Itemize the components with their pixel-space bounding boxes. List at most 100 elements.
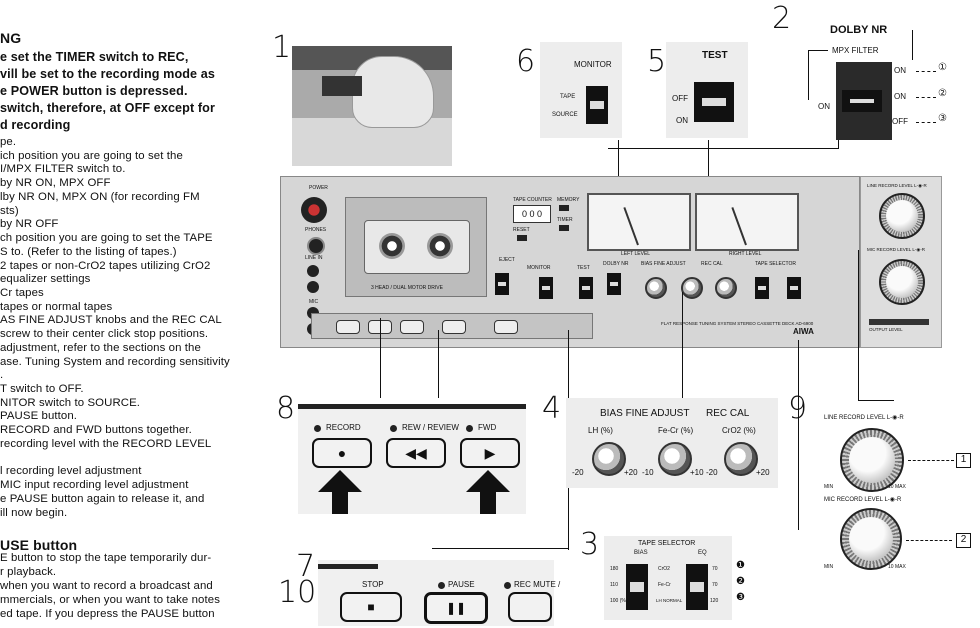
text-line: tapes or normal tapes — [0, 301, 113, 313]
test-switch[interactable] — [694, 82, 734, 122]
deck-dolby-switch[interactable] — [607, 273, 621, 295]
test-title: TEST — [702, 50, 728, 61]
record-button[interactable]: ● — [312, 438, 372, 468]
record-level-panel: LINE RECORD LEVEL L-◉-R MIN 10 MAX MIC R… — [818, 408, 980, 574]
deck-flat-label: FLAT RESPONSE TUNING SYSTEM STEREO CASSE… — [661, 321, 814, 326]
bias-cro2-max: +20 — [756, 468, 770, 477]
deck-dolby-label: DOLBY NR — [603, 261, 629, 267]
text-line: ase. Tuning System and recording sensiti… — [0, 356, 230, 368]
monitor-switch[interactable] — [586, 86, 608, 124]
bias-title: BIAS FINE ADJUST — [600, 408, 690, 419]
deck-stop-button[interactable] — [442, 320, 466, 334]
dolby-switch[interactable] — [842, 90, 882, 112]
deck-test-switch[interactable] — [579, 277, 593, 299]
cassette-door[interactable] — [345, 197, 487, 297]
callout-6: 6 — [516, 44, 536, 79]
eject-label: EJECT — [499, 257, 515, 263]
deck-line-record-knob[interactable] — [879, 193, 925, 239]
ts-eq-switch[interactable] — [686, 564, 708, 610]
bias-knob-fecr[interactable] — [681, 277, 703, 299]
tape-selector-panel: TAPE SELECTOR BIAS EQ 180 110 100 (%) Cr… — [604, 536, 732, 620]
left-level-meter — [587, 193, 691, 251]
text-line: ill now begin. — [0, 507, 68, 519]
phones-jack[interactable] — [307, 237, 325, 255]
stop-button[interactable]: ■ — [340, 592, 402, 622]
callout-4: 4 — [542, 391, 562, 426]
eject-button[interactable] — [495, 273, 509, 295]
deck-rec-cal-label: REC CAL — [701, 261, 723, 267]
bias-fecr-max: +10 — [690, 468, 704, 477]
text-line: MIC input recording level adjustment — [0, 479, 189, 491]
tape-selector-bias: BIAS — [634, 550, 648, 556]
right-level-label: RIGHT LEVEL — [729, 251, 762, 257]
callout-7: 7 — [296, 549, 316, 584]
bias-fecr-knob[interactable] — [658, 442, 692, 476]
right-level-meter — [695, 193, 799, 251]
text-line: recording level with the RECORD LEVEL — [0, 438, 212, 450]
deck-test-label: TEST — [577, 265, 590, 271]
line-record-knob[interactable] — [840, 428, 904, 492]
text-line: equalizer settings — [0, 273, 91, 285]
deck-monitor-label: MONITOR — [527, 265, 551, 271]
fwd-label: FWD — [478, 423, 497, 432]
arrow-up-icon — [466, 470, 510, 492]
line-in-jack-l[interactable] — [307, 265, 319, 277]
ts-c3: LH NORMAL — [656, 598, 683, 603]
ts-b1: 180 — [610, 566, 619, 572]
bias-knob-cro2[interactable] — [715, 277, 737, 299]
power-button[interactable] — [301, 197, 327, 223]
deck-monitor-switch[interactable] — [539, 277, 553, 299]
reset-button[interactable] — [517, 235, 527, 241]
dolby-on-left: ON — [818, 102, 830, 111]
deck-record-button[interactable] — [336, 320, 360, 334]
mic-record-knob[interactable] — [840, 508, 902, 570]
bias-lh-knob[interactable] — [592, 442, 626, 476]
rew-button[interactable]: ◀◀ — [386, 438, 446, 468]
tape-selector-eq-switch[interactable] — [787, 277, 801, 299]
test-switch-panel: TEST OFF ON — [666, 42, 748, 138]
bias-cro2-knob[interactable] — [724, 442, 758, 476]
monitor-title: MONITOR — [574, 60, 612, 69]
line-min: MIN — [824, 484, 834, 490]
text-line: sts) — [0, 205, 19, 217]
memory-switch[interactable] — [559, 205, 569, 211]
marker-2: 2 — [956, 533, 971, 548]
callout-5: 5 — [647, 44, 667, 79]
deck-pause-button[interactable] — [494, 320, 518, 334]
mic-record-title: MIC RECORD LEVEL L-◉-R — [824, 497, 902, 503]
text-line: mmercials, or when you want to take note… — [0, 594, 220, 606]
text-line: RECORD and FWD buttons together. — [0, 424, 192, 436]
rec-mute-button[interactable] — [508, 592, 552, 622]
deck-fwd-button[interactable] — [400, 320, 424, 334]
text-line: screw to their center click stop positio… — [0, 328, 209, 340]
tape-counter-display: 0 0 0 — [513, 205, 551, 223]
bias-lh-label: LH (%) — [588, 426, 613, 435]
fwd-button[interactable]: ▶ — [460, 438, 520, 468]
output-level-slider[interactable] — [869, 319, 929, 325]
test-on-label: ON — [676, 116, 688, 125]
timer-switch[interactable] — [559, 225, 569, 231]
ts-c1: CrO2 — [658, 566, 670, 572]
tape-selector-bias-switch[interactable] — [755, 277, 769, 299]
text-line: l recording level adjustment — [0, 465, 142, 477]
left-level-label: LEFT LEVEL — [621, 251, 651, 257]
deck-right-panel: LINE RECORD LEVEL L-◉-R MIC RECORD LEVEL… — [860, 176, 942, 348]
callout-10: 10 — [278, 575, 317, 610]
hand-shape — [352, 56, 434, 128]
text-line: . — [0, 369, 4, 381]
reset-label: RESET — [513, 227, 530, 233]
pause-button[interactable]: ❚❚ — [424, 592, 488, 624]
head-label: 3 HEAD / DUAL MOTOR DRIVE — [371, 285, 443, 291]
ts-bias-switch[interactable] — [626, 564, 648, 610]
pause-label: PAUSE — [448, 580, 475, 589]
ts-b2: 110 — [610, 582, 618, 588]
text-line: AS FINE ADJUST knobs and the REC CAL — [0, 314, 222, 326]
deck-mic-record-knob[interactable] — [879, 259, 925, 305]
transport-panel-8: RECORD REW / REVIEW FWD ● ◀◀ ▶ — [298, 404, 526, 514]
deck-output-label: OUTPUT LEVEL — [869, 327, 903, 332]
line-in-jack-r[interactable] — [307, 281, 319, 293]
deck-transport-strip — [311, 313, 593, 339]
bias-knob-lh[interactable] — [645, 277, 667, 299]
bias-fine-adjust-panel: BIAS FINE ADJUST REC CAL LH (%) Fe-Cr (%… — [566, 398, 778, 488]
